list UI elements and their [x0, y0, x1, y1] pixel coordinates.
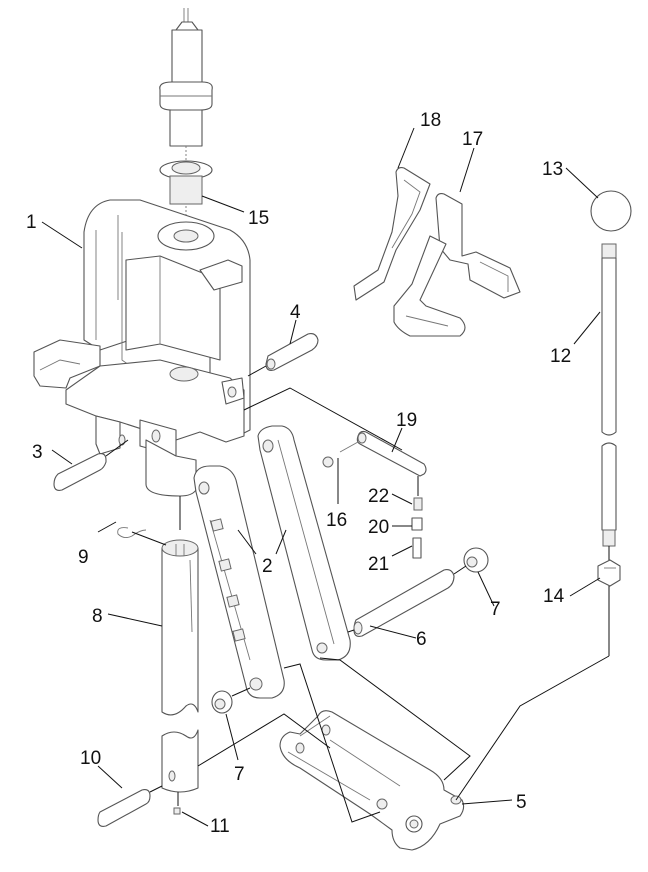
callout-8: 8 [92, 606, 103, 627]
part-12-rod [601, 243, 617, 562]
part-4-pin [247, 333, 319, 377]
part-15-bushing [159, 160, 213, 222]
callout-5: 5 [516, 792, 527, 813]
callout-labels: 1 2 3 4 5 6 7 7 8 9 10 11 12 13 14 15 16… [26, 110, 571, 837]
part-1-frame [33, 199, 251, 530]
callout-4: 4 [290, 302, 301, 323]
callout-15: 15 [248, 208, 269, 229]
callout-3: 3 [32, 442, 43, 463]
callout-7-lower: 7 [234, 764, 245, 785]
part-2-links [193, 425, 351, 699]
part-14-nut [597, 559, 621, 656]
callout-1: 1 [26, 212, 37, 233]
callout-21: 21 [368, 554, 389, 575]
part-10-pin [97, 785, 163, 827]
callout-17: 17 [462, 129, 483, 150]
part-7-nut-upper [463, 547, 489, 573]
part-18-bracket [353, 166, 431, 301]
part-7-nut-lower [211, 687, 251, 714]
callout-6: 6 [416, 629, 427, 650]
callout-16: 16 [326, 510, 347, 531]
callout-2: 2 [262, 556, 273, 577]
part-9-clip [117, 527, 167, 546]
part-17-bracket [393, 192, 521, 337]
callout-13: 13 [542, 159, 563, 180]
assembly-lines [197, 387, 610, 823]
part-3-pin [53, 439, 129, 491]
callout-11: 11 [210, 816, 230, 837]
callout-18: 18 [420, 110, 441, 131]
part-8-column [161, 539, 199, 815]
callout-19: 19 [396, 410, 417, 431]
callout-10: 10 [80, 748, 101, 769]
part-13-ball [590, 190, 632, 232]
part-6-pin [347, 565, 467, 637]
top-die [159, 8, 213, 160]
callout-9: 9 [78, 547, 89, 568]
parts-16-19-20-21-22 [322, 430, 427, 559]
callout-12: 12 [550, 346, 571, 367]
callout-20: 20 [368, 517, 389, 538]
callout-14: 14 [543, 586, 565, 607]
callout-22: 22 [368, 486, 389, 507]
callout-7-upper: 7 [490, 599, 501, 620]
leader-lines [41, 127, 601, 827]
